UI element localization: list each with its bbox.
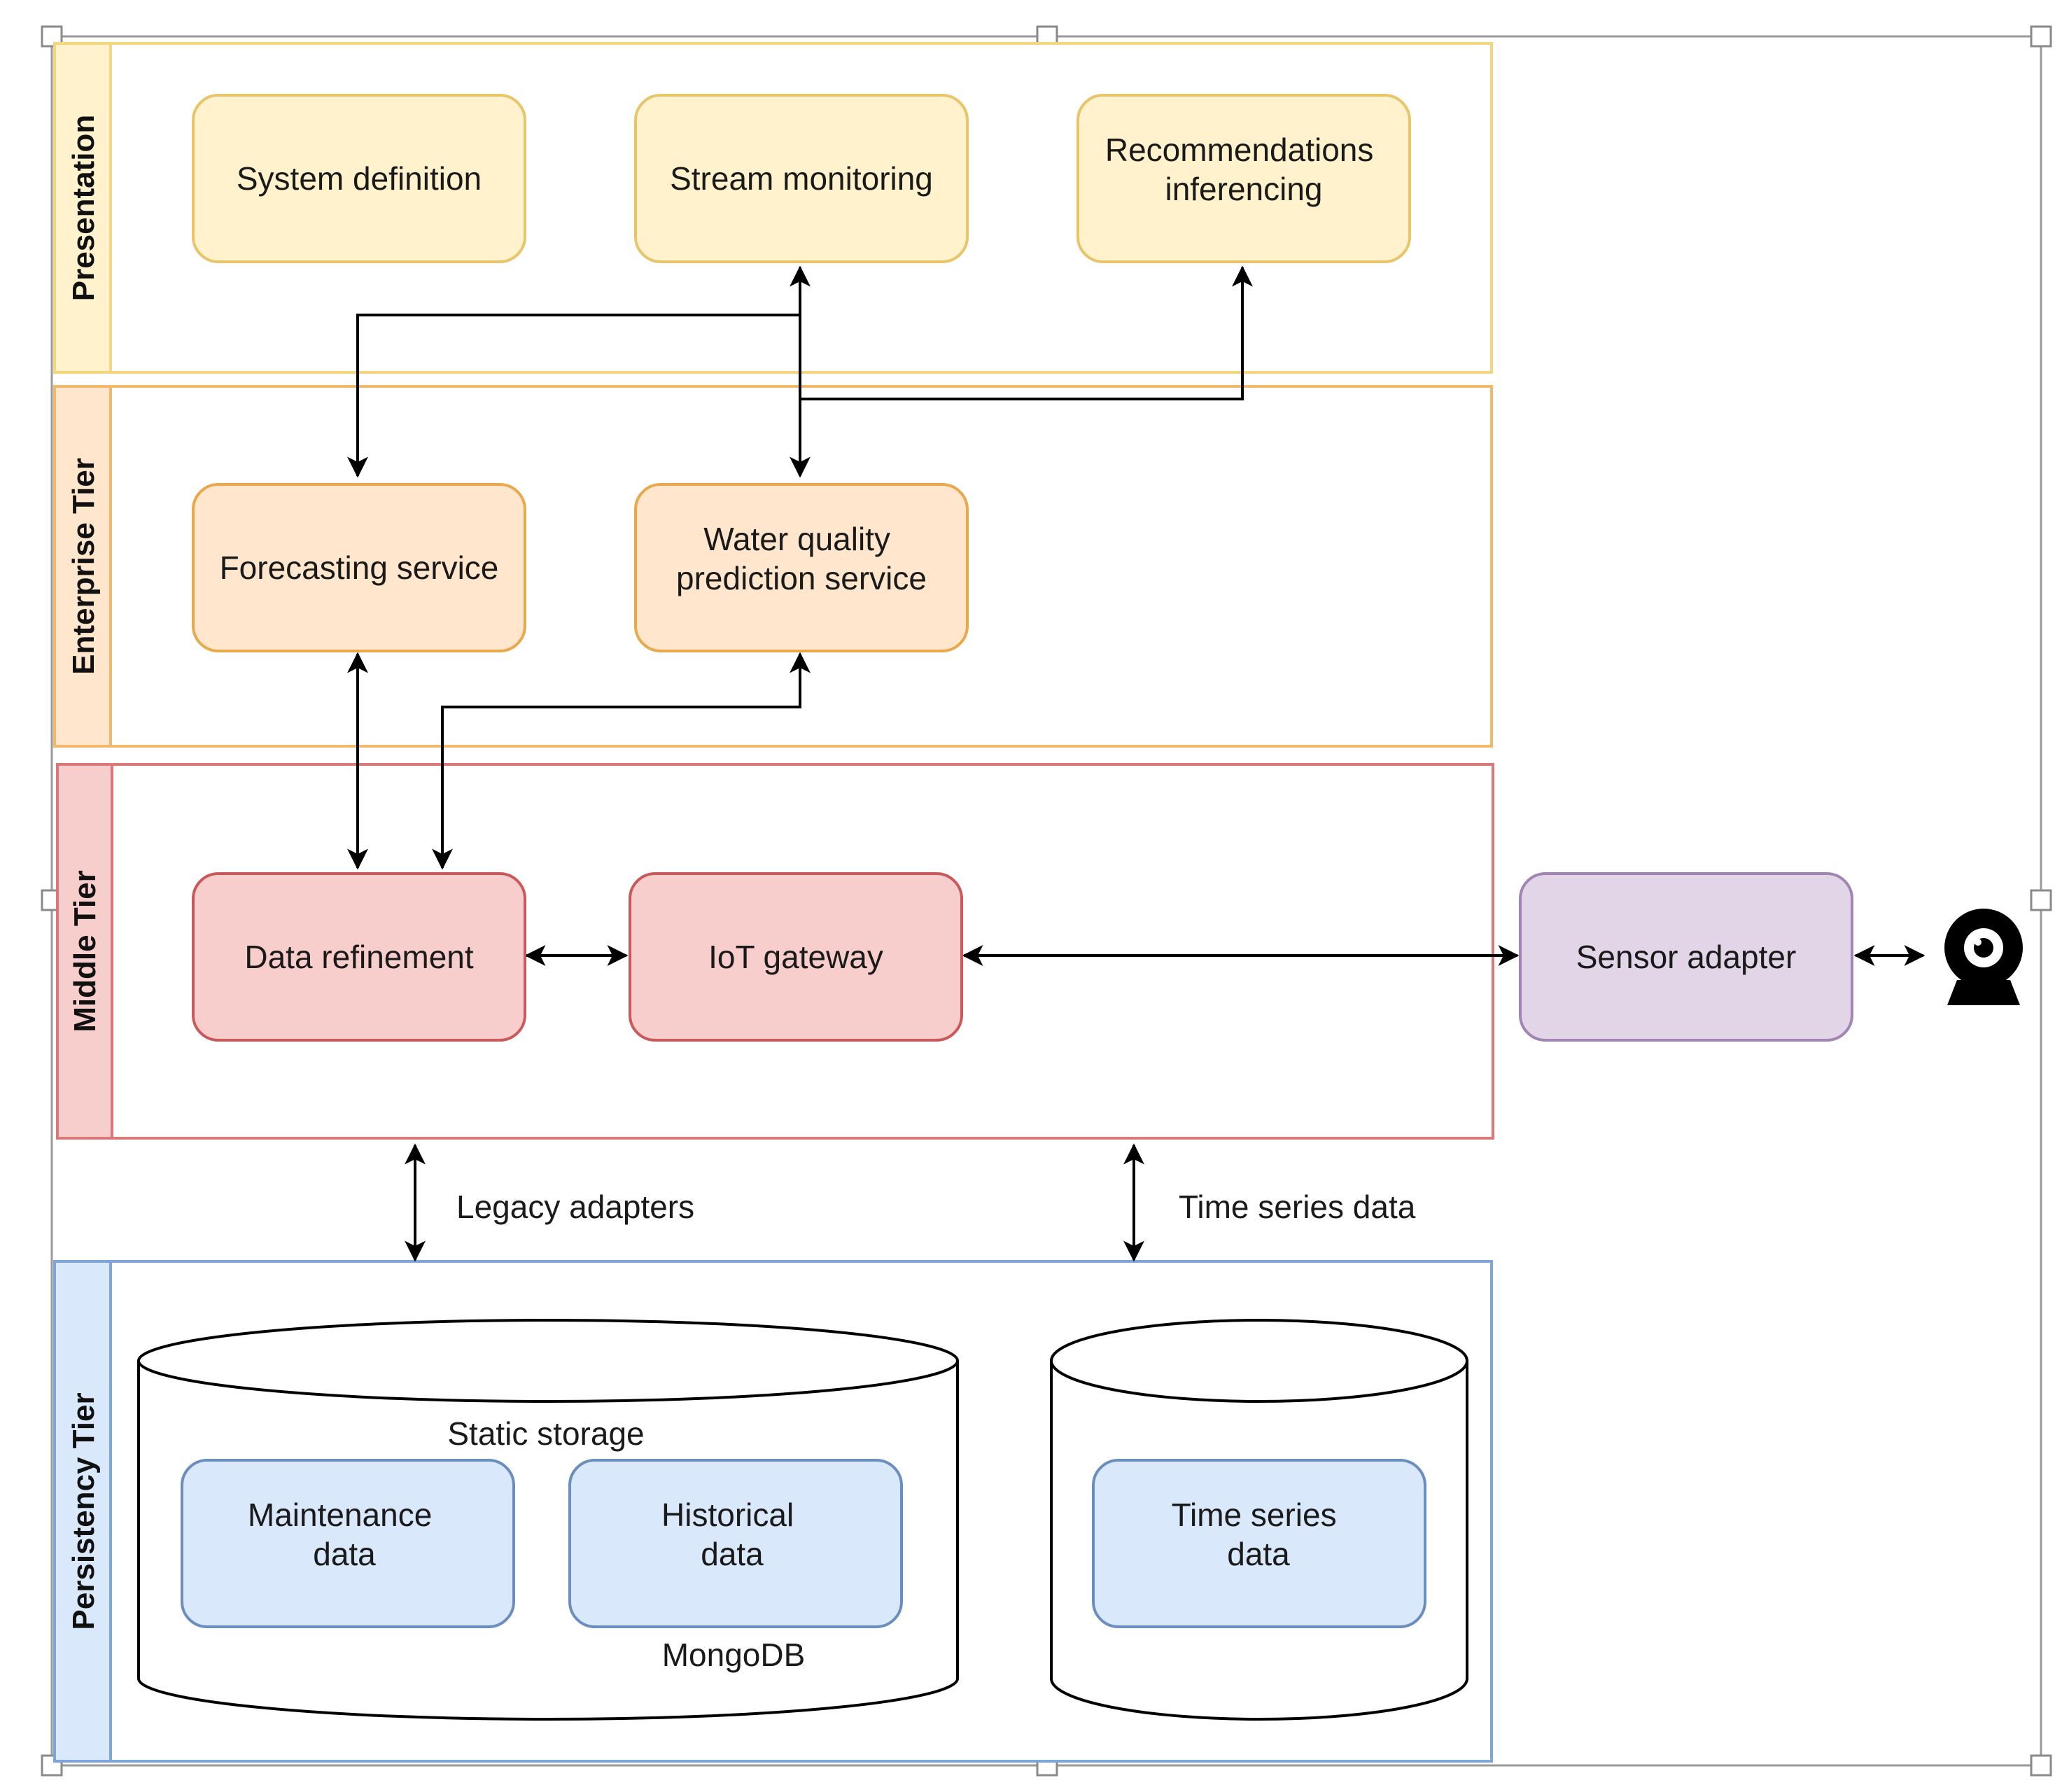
box-time-series-data[interactable]: Time series data xyxy=(1092,1459,1426,1628)
handle-bottom-right[interactable] xyxy=(2030,1754,2052,1777)
cylinder-static-storage[interactable] xyxy=(137,1319,959,1721)
box-water-quality-prediction-shape[interactable] xyxy=(634,483,969,652)
box-water-quality-prediction-line-2: prediction service xyxy=(676,560,927,596)
tier-persistency-header xyxy=(53,1260,112,1763)
tier-middle-label: Middle Tier xyxy=(68,870,102,1032)
box-time-series-data-label: Time series data xyxy=(1172,1497,1346,1572)
box-sensor-adapter-shape[interactable] xyxy=(1519,872,1853,1042)
edge-water-quality-to-refinement[interactable] xyxy=(432,652,811,870)
box-maintenance-data-label: Maintenance data xyxy=(248,1497,441,1572)
box-recommendations-inferencing-line-2: inferencing xyxy=(1165,171,1322,207)
selection-handles[interactable] xyxy=(41,25,2052,1777)
edge-label-legacy-adapters: Legacy adapters xyxy=(456,1189,694,1225)
handle-top-right[interactable] xyxy=(2030,25,2052,48)
box-maintenance-data-line-1: Maintenance xyxy=(248,1497,432,1533)
box-iot-gateway-shape[interactable] xyxy=(629,872,963,1042)
box-maintenance-data-line-2: data xyxy=(313,1536,376,1572)
box-historical-data-line-1: Historical xyxy=(661,1497,794,1533)
box-sensor-adapter-label: Sensor adapter xyxy=(1576,939,1797,975)
box-system-definition[interactable]: System definition xyxy=(192,94,526,263)
cylinder-static-storage-top xyxy=(137,1319,959,1403)
webcam-icon xyxy=(1944,909,2023,1005)
box-iot-gateway-line-1: IoT gateway xyxy=(708,939,883,975)
box-time-series-data-shape[interactable] xyxy=(1092,1459,1426,1628)
box-recommendations-inferencing-shape[interactable] xyxy=(1076,94,1411,263)
box-stream-monitoring[interactable]: Stream monitoring xyxy=(634,94,969,263)
tier-enterprise-label: Enterprise Tier xyxy=(66,458,101,675)
cylinder-time-series-top xyxy=(1050,1319,1468,1403)
box-recommendations-inferencing-line-1: Recommendations xyxy=(1105,132,1374,168)
box-forecasting-service-label: Forecasting service xyxy=(220,550,499,586)
box-time-series-data-line-1: Time series xyxy=(1172,1497,1337,1533)
box-historical-data[interactable]: Historical data xyxy=(568,1459,903,1628)
edge-to-recommendations[interactable] xyxy=(800,265,1253,400)
box-sensor-adapter-line-1: Sensor adapter xyxy=(1576,939,1797,975)
static-storage-label: Static storage xyxy=(447,1415,644,1452)
box-forecasting-service[interactable]: Forecasting service xyxy=(192,483,526,652)
box-water-quality-prediction-line-1: Water quality xyxy=(703,521,890,557)
box-sensor-adapter[interactable]: Sensor adapter xyxy=(1519,872,1853,1042)
box-stream-monitoring-label: Stream monitoring xyxy=(670,160,933,197)
box-data-refinement-line-1: Data refinement xyxy=(244,939,473,975)
box-maintenance-data[interactable]: Maintenance data xyxy=(181,1459,515,1628)
handle-middle-right[interactable] xyxy=(2030,889,2052,911)
box-historical-data-label: Historical data xyxy=(661,1497,803,1572)
box-recommendations-inferencing[interactable]: Recommendations inferencing xyxy=(1076,94,1411,263)
box-stream-monitoring-shape[interactable] xyxy=(634,94,969,263)
box-historical-data-shape[interactable] xyxy=(568,1459,903,1628)
tier-persistency-label: Persistency Tier xyxy=(66,1392,101,1630)
box-historical-data-line-2: data xyxy=(701,1536,764,1572)
box-maintenance-data-shape[interactable] xyxy=(181,1459,515,1628)
tier-presentation-header xyxy=(53,42,112,374)
box-forecasting-service-line-1: Forecasting service xyxy=(220,550,499,586)
edges xyxy=(347,265,1926,1262)
box-water-quality-prediction-label: Water quality prediction service xyxy=(676,521,927,596)
edge-label-time-series-data: Time series data xyxy=(1179,1189,1416,1225)
box-data-refinement-label: Data refinement xyxy=(244,939,473,975)
box-data-refinement-shape[interactable] xyxy=(192,872,526,1042)
box-system-definition-label: System definition xyxy=(237,160,482,197)
box-recommendations-inferencing-label: Recommendations inferencing xyxy=(1105,132,1382,207)
box-stream-monitoring-line-1: Stream monitoring xyxy=(670,160,933,197)
box-system-definition-line-1: System definition xyxy=(237,160,482,197)
box-system-definition-shape[interactable] xyxy=(192,94,526,263)
box-data-refinement[interactable]: Data refinement xyxy=(192,872,526,1042)
mongodb-label: MongoDB xyxy=(662,1637,806,1673)
tier-presentation-label: Presentation xyxy=(66,115,101,302)
box-iot-gateway[interactable]: IoT gateway xyxy=(629,872,963,1042)
box-forecasting-service-shape[interactable] xyxy=(192,483,526,652)
tier-middle-header xyxy=(56,763,113,1140)
edge-stream-to-forecasting[interactable] xyxy=(347,314,799,478)
box-water-quality-prediction[interactable]: Water quality prediction service xyxy=(634,483,969,652)
box-iot-gateway-label: IoT gateway xyxy=(708,939,883,975)
box-time-series-data-line-2: data xyxy=(1227,1536,1290,1572)
cylinder-static-storage-body[interactable] xyxy=(137,1361,959,1721)
tier-enterprise-header xyxy=(53,385,112,748)
